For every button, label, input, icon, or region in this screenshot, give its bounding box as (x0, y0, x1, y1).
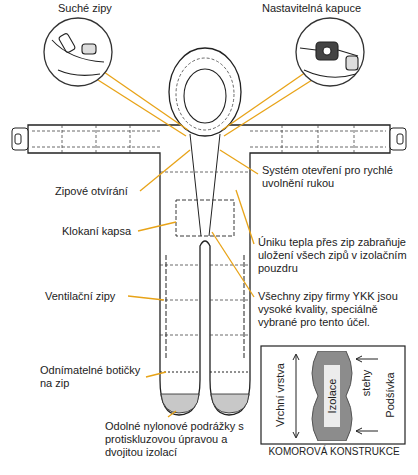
callout-label: Odnímatelné botičky na zip (40, 364, 152, 390)
cuff-tab (12, 128, 28, 150)
kangaroo-pocket (176, 200, 234, 236)
detail-circle (296, 18, 364, 86)
inset-panel: Vrchní vrstva stehy PodšívkaKOMOROVÁ KONST… (258, 343, 410, 461)
cord-lock-detail (300, 42, 358, 77)
hood (169, 48, 241, 136)
layer-label: Podšívka (384, 372, 396, 417)
callout-label: Zipové otvírání (55, 185, 155, 198)
callout-label: Úniku tepla přes zip zabraňuje uložení v… (258, 236, 412, 275)
callout-label: Ventilační zipy (45, 290, 145, 303)
hood-quilting (176, 58, 234, 130)
callout-label: Nastavitelná kapuce (262, 2, 412, 15)
cuff-loop (15, 134, 21, 144)
dry-zip-detail (52, 33, 104, 76)
front-zip (190, 134, 220, 236)
bootie-zip (160, 372, 250, 373)
sole (161, 394, 199, 413)
caption-text: KOMOROVÁ KONSTRUKCE (268, 446, 399, 458)
callout-label: Systém otevření pro rychlé uvolnění ruko… (262, 164, 410, 190)
detail-circle (44, 18, 112, 86)
layer-label: stehy (360, 370, 372, 396)
callout-label: Klokaní kapsa (62, 225, 162, 238)
layer-label: Vrchní vrstva (274, 363, 286, 427)
vent-zip (166, 255, 244, 360)
sole (211, 394, 249, 413)
face-opening (184, 69, 226, 123)
callout-label: Odolné nylonové podrážky s protiskluzovo… (105, 420, 257, 459)
callout-label: Suché zipy (58, 2, 178, 15)
callout-label: Všechny zipy firmy YKK jsou vysoké kvali… (258, 290, 412, 329)
layer-label: Izolace (326, 379, 338, 414)
insulation-band: Izolace (310, 351, 354, 441)
cuff-tab (390, 128, 406, 150)
cuff-loop (397, 134, 403, 144)
